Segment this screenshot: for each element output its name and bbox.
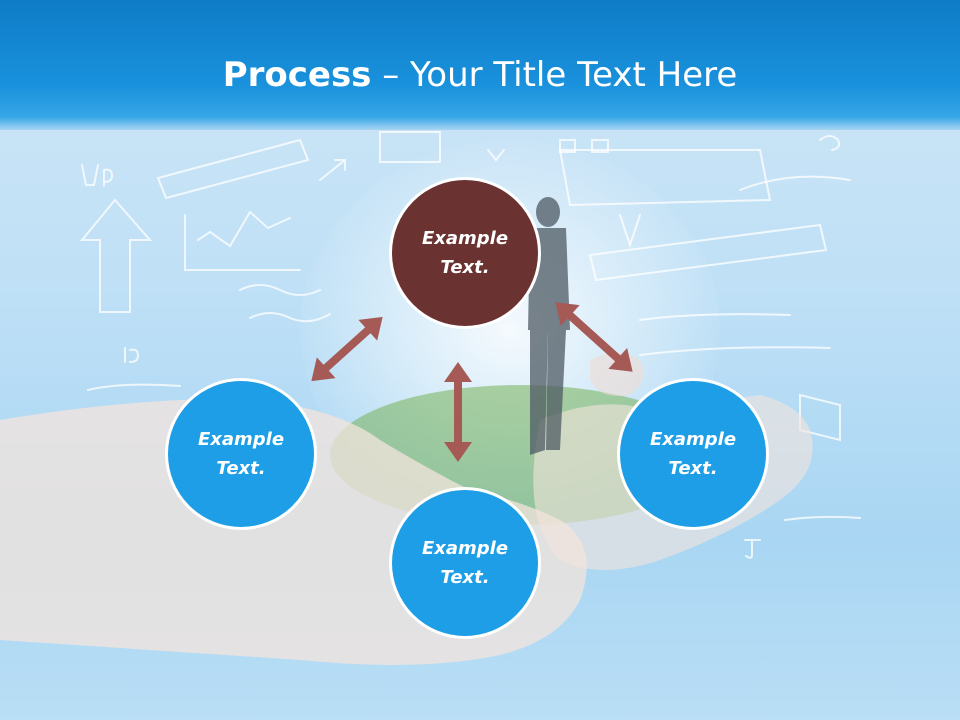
node-right-line1: Example: [649, 429, 737, 450]
node-left-line1: Example: [197, 429, 285, 450]
node-bottom-line2: Text.: [440, 567, 490, 588]
title-bold: Process: [222, 55, 372, 95]
title-rest: – Your Title Text Here: [371, 55, 738, 95]
sketch-doodles: [79, 131, 861, 559]
node-top-line2: Text.: [440, 257, 490, 278]
node-right-line2: Text.: [668, 458, 718, 479]
arrow-top-right: [555, 302, 633, 372]
arrow-center-vertical: [444, 362, 472, 462]
node-left-line2: Text.: [216, 458, 266, 479]
arrow-group: [311, 302, 633, 462]
arrow-top-left: [311, 316, 383, 382]
slide-title: Process – Your Title Text Here: [0, 50, 960, 100]
header-bar: [0, 0, 960, 130]
node-bottom-line1: Example: [421, 538, 509, 559]
node-top-line1: Example: [421, 228, 509, 249]
